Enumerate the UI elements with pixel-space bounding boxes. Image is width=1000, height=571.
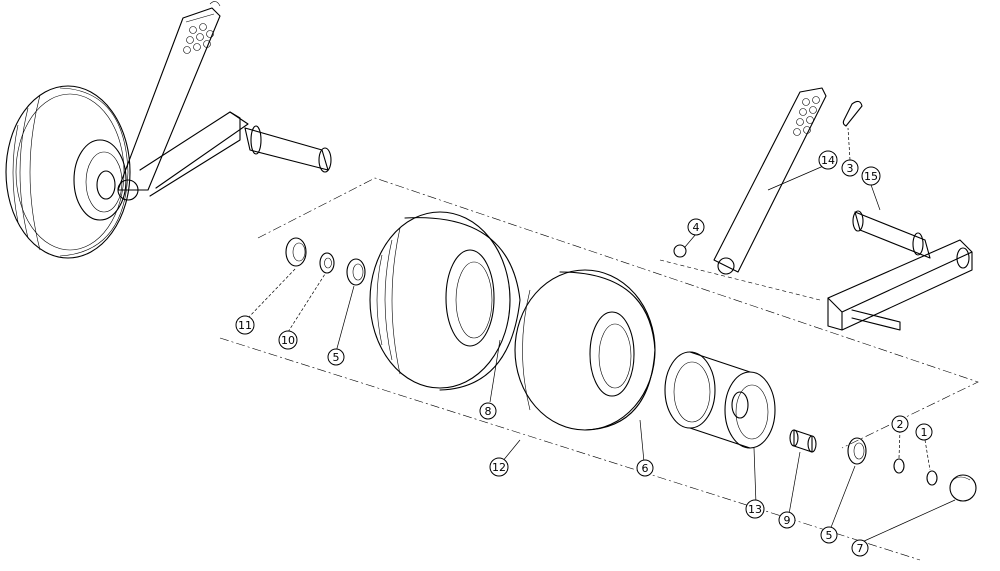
callout-11-label: 11: [238, 319, 252, 332]
callout-12-label: 12: [492, 461, 506, 474]
callout-12: 12: [489, 457, 509, 477]
callout-8-label: 8: [485, 405, 492, 418]
callout-10: 10: [278, 330, 298, 350]
callout-14: 14: [818, 150, 838, 170]
callout-9-label: 9: [784, 514, 791, 527]
callout-3-label: 3: [847, 162, 854, 175]
bearing-cup: [285, 237, 307, 267]
callout-13: 13: [745, 499, 765, 519]
callout-10-label: 10: [281, 334, 295, 347]
hub-cap: [949, 474, 977, 502]
callout-6-label: 6: [642, 462, 649, 475]
callout-5a: 5: [327, 348, 345, 366]
callout-4: 4: [687, 218, 705, 236]
callout-13-label: 13: [748, 503, 762, 516]
cotter-pin: [842, 100, 863, 127]
callout-7-label: 7: [857, 542, 864, 555]
axle-frame: [827, 210, 973, 331]
callout-5b: 5: [820, 526, 838, 544]
callout-3: 3: [841, 159, 859, 177]
callout-2: 2: [891, 415, 909, 433]
callout-15-label: 15: [864, 170, 878, 183]
wheel-rim: [664, 351, 776, 449]
callout-6: 6: [636, 459, 654, 477]
callout-5b-label: 5: [826, 529, 833, 542]
callout-9: 9: [778, 511, 796, 529]
callout-4-label: 4: [693, 221, 700, 234]
nut: [926, 470, 938, 486]
callout-5a-label: 5: [333, 351, 340, 364]
wheel-arm: [713, 87, 827, 275]
assembly-outline-lower: [219, 337, 921, 561]
tire-ribbed: [369, 211, 521, 391]
tire-smooth: [514, 269, 656, 431]
washer: [319, 252, 335, 274]
callout-2-label: 2: [897, 418, 904, 431]
callout-8: 8: [479, 402, 497, 420]
bearing-left: [346, 258, 366, 286]
callout-1-label: 1: [921, 426, 928, 439]
assembly-outline-upper: [257, 177, 979, 449]
assembled-wheel-assembly: [5, 1, 332, 259]
callout-15: 15: [861, 166, 881, 186]
spacer-tube: [789, 429, 817, 453]
callout-1: 1: [915, 423, 933, 441]
bearing-right: [847, 437, 867, 465]
small-washer: [893, 458, 905, 474]
callout-11: 11: [235, 315, 255, 335]
callout-14-label: 14: [821, 154, 835, 167]
callout-7: 7: [851, 539, 869, 557]
axis-line: [659, 259, 821, 301]
snap-ring: [673, 244, 687, 258]
